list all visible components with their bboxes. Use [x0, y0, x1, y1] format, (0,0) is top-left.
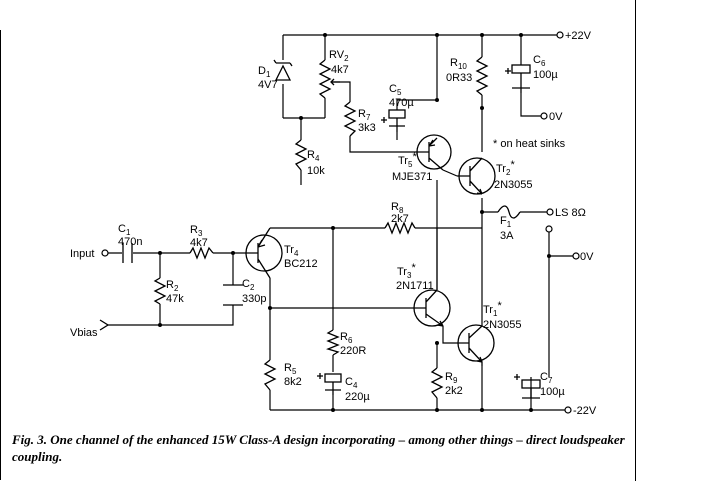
- c7-value: 100µ: [540, 386, 565, 398]
- input-label: Input: [70, 248, 94, 260]
- capacitor-c6-symbol: [505, 64, 531, 93]
- vbias-label: Vbias: [70, 327, 98, 339]
- c5-ref: C5: [389, 83, 402, 97]
- r5-ref: R5: [284, 362, 297, 376]
- capacitor-c4-symbol: [317, 373, 342, 395]
- r7-ref: R7: [358, 108, 371, 122]
- d1-ref: D1: [258, 65, 271, 79]
- rv2-ref: RV2: [329, 49, 349, 63]
- c5-value: 470µ: [389, 97, 414, 109]
- c4-ref: C4: [345, 376, 358, 390]
- resistor-r7-symbol: [343, 101, 357, 137]
- c4-value: 220µ: [345, 391, 370, 403]
- loudspeaker-label: LS 8Ω: [555, 207, 586, 219]
- resistor-r9-symbol: [430, 367, 444, 399]
- resistor-r6-symbol: [326, 329, 340, 356]
- c6-ref: C6: [533, 54, 546, 68]
- capacitor-c7-symbol: [514, 374, 541, 399]
- c2-ref: C2: [242, 278, 255, 292]
- r10-value: 0R33: [446, 72, 472, 84]
- c1-ref: C1: [118, 223, 131, 237]
- rail-gnd-label: 0V: [549, 111, 563, 123]
- rail-pos-label: +22V: [565, 30, 592, 42]
- c6-value: 100µ: [533, 69, 558, 81]
- r9-value: 2k2: [445, 385, 463, 397]
- r4-ref: R4: [307, 149, 320, 163]
- resistor-r5-symbol: [263, 359, 277, 391]
- rail-neg-label: -22V: [573, 405, 597, 417]
- zener-diode-d1-symbol: [273, 59, 293, 81]
- wiring: [108, 34, 574, 411]
- transistor-tr3-symbol: [413, 289, 451, 327]
- transistor-tr2-symbol: [457, 157, 496, 195]
- f1-ref: F1: [500, 215, 512, 229]
- tr4-ref: Tr4: [284, 244, 299, 258]
- capacitor-c5-symbol: [381, 109, 406, 132]
- tr3-ref: Tr3*: [397, 262, 416, 280]
- r9-ref: R9: [445, 371, 458, 385]
- potentiometer-rv2-symbol: [318, 59, 340, 99]
- rail-spk-gnd-label: 0V: [580, 251, 594, 263]
- resistor-r10-symbol: [475, 56, 489, 96]
- r8-value: 2k7: [391, 213, 409, 225]
- r2-value: 47k: [166, 293, 184, 305]
- rail-labels: +22V 0V 0V -22V Input Vbias * on heat si…: [70, 30, 597, 417]
- tr3-value: 2N1711: [396, 280, 434, 292]
- capacitor-c2-symbol: [223, 284, 243, 306]
- c7-ref: C7: [540, 371, 553, 385]
- tr2-ref: Tr2*: [496, 159, 515, 177]
- resistor-r8-symbol: [384, 221, 416, 235]
- r7-value: 3k3: [358, 122, 376, 134]
- junction-dots: [158, 33, 551, 412]
- r2-ref: R2: [166, 279, 179, 293]
- resistor-r4-symbol: [294, 139, 308, 171]
- r5-value: 8k2: [284, 376, 302, 388]
- f1-value: 3A: [500, 230, 514, 242]
- fuse-f1-symbol: [497, 205, 521, 219]
- heat-sink-note: * on heat sinks: [493, 138, 566, 150]
- resistor-r3-symbol: [189, 246, 214, 260]
- tr4-value: BC212: [284, 258, 318, 270]
- tr2-value: 2N3055: [494, 179, 533, 191]
- frame-right-border: [635, 0, 636, 481]
- frame-left-border: [0, 30, 1, 480]
- c2-value: 330p: [242, 293, 266, 305]
- r10-ref: R10: [450, 57, 467, 71]
- d1-value: 4V7: [258, 79, 278, 91]
- c1-value: 470n: [118, 236, 142, 248]
- rv2-value: 4k7: [331, 64, 349, 76]
- r4-value: 10k: [307, 165, 325, 177]
- transistor-tr1-symbol: [457, 324, 495, 366]
- tr1-value: 2N3055: [483, 319, 522, 331]
- resistor-r2-symbol: [153, 277, 167, 305]
- r3-value: 4k7: [190, 237, 208, 249]
- r6-value: 220R: [340, 345, 366, 357]
- transistor-tr5-symbol: [416, 134, 452, 171]
- transistor-tr4-symbol: [245, 227, 283, 279]
- vbias-arrow-icon: [99, 319, 110, 331]
- circuit-schematic: +22V 0V 0V -22V Input Vbias * on heat si…: [70, 30, 597, 417]
- figure-caption: Fig. 3. One channel of the enhanced 15W …: [12, 432, 625, 464]
- r6-ref: R6: [340, 331, 353, 345]
- r3-ref: R3: [190, 224, 203, 238]
- component-labels: D1 4V7 RV2 4k7 R4 10k R7 3k3 C5 470µ Tr5…: [118, 49, 586, 403]
- terminals: [101, 31, 580, 414]
- capacitor-c1-symbol: [122, 243, 133, 263]
- tr1-ref: Tr1*: [483, 300, 502, 318]
- tr5-value: MJE371: [392, 171, 432, 183]
- r8-ref: R8: [391, 201, 404, 215]
- tr5-ref: Tr5*: [398, 151, 417, 169]
